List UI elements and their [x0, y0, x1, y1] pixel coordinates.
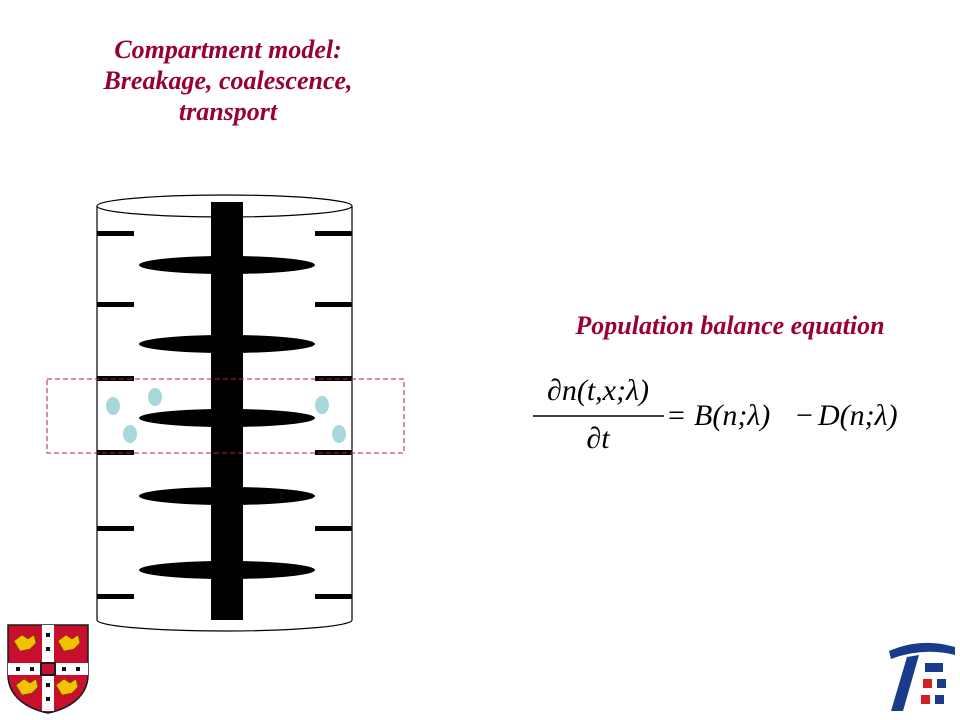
vessel-bottom-rim [96, 619, 353, 632]
impeller-blade [139, 409, 315, 427]
baffle [315, 231, 352, 236]
droplet [315, 396, 329, 414]
droplets [106, 388, 346, 443]
baffles-right [315, 231, 352, 599]
population-balance-equation: ∂n(t,x;λ) ∂t = B(n;λ) − D(n;λ) [533, 374, 898, 455]
baffle [97, 302, 134, 307]
title-line-2: Breakage, coalescence, [103, 66, 353, 95]
baffle [97, 526, 134, 531]
baffle [315, 526, 352, 531]
baffle [97, 450, 134, 455]
baffle [97, 376, 134, 381]
vessel-top-rim [96, 194, 353, 218]
baffle [97, 231, 134, 236]
equation-denominator: ∂t [586, 422, 610, 455]
population-balance-label: Population balance equation [575, 311, 885, 340]
baffle [315, 450, 352, 455]
impeller-blades [139, 256, 315, 579]
impeller-blade [139, 256, 315, 274]
droplet [123, 425, 137, 443]
droplet [332, 425, 346, 443]
baffle [315, 302, 352, 307]
impeller-blade [139, 335, 315, 353]
baffle [97, 594, 134, 599]
title-line-1: Compartment model: [114, 35, 342, 64]
diagram-title: Compartment model: Breakage, coalescence… [28, 34, 428, 127]
equation-numerator: ∂n(t,x;λ) [547, 374, 649, 407]
impeller-blade [139, 561, 315, 579]
baffle [315, 594, 352, 599]
institute-logo-icon [889, 642, 955, 711]
droplet [148, 388, 162, 406]
minus-sign: − [796, 399, 813, 432]
droplet [106, 397, 120, 415]
death-term: D(n;λ) [817, 399, 898, 432]
impeller-shaft [211, 202, 243, 620]
title-line-3: transport [178, 97, 278, 126]
baffle [315, 376, 352, 381]
university-crest-icon [7, 624, 89, 714]
equals-sign: = [668, 399, 685, 432]
impeller-blade [139, 487, 315, 505]
compartment-boundary [46, 378, 405, 454]
baffles-left [97, 231, 134, 599]
birth-term: B(n;λ) [694, 399, 770, 432]
